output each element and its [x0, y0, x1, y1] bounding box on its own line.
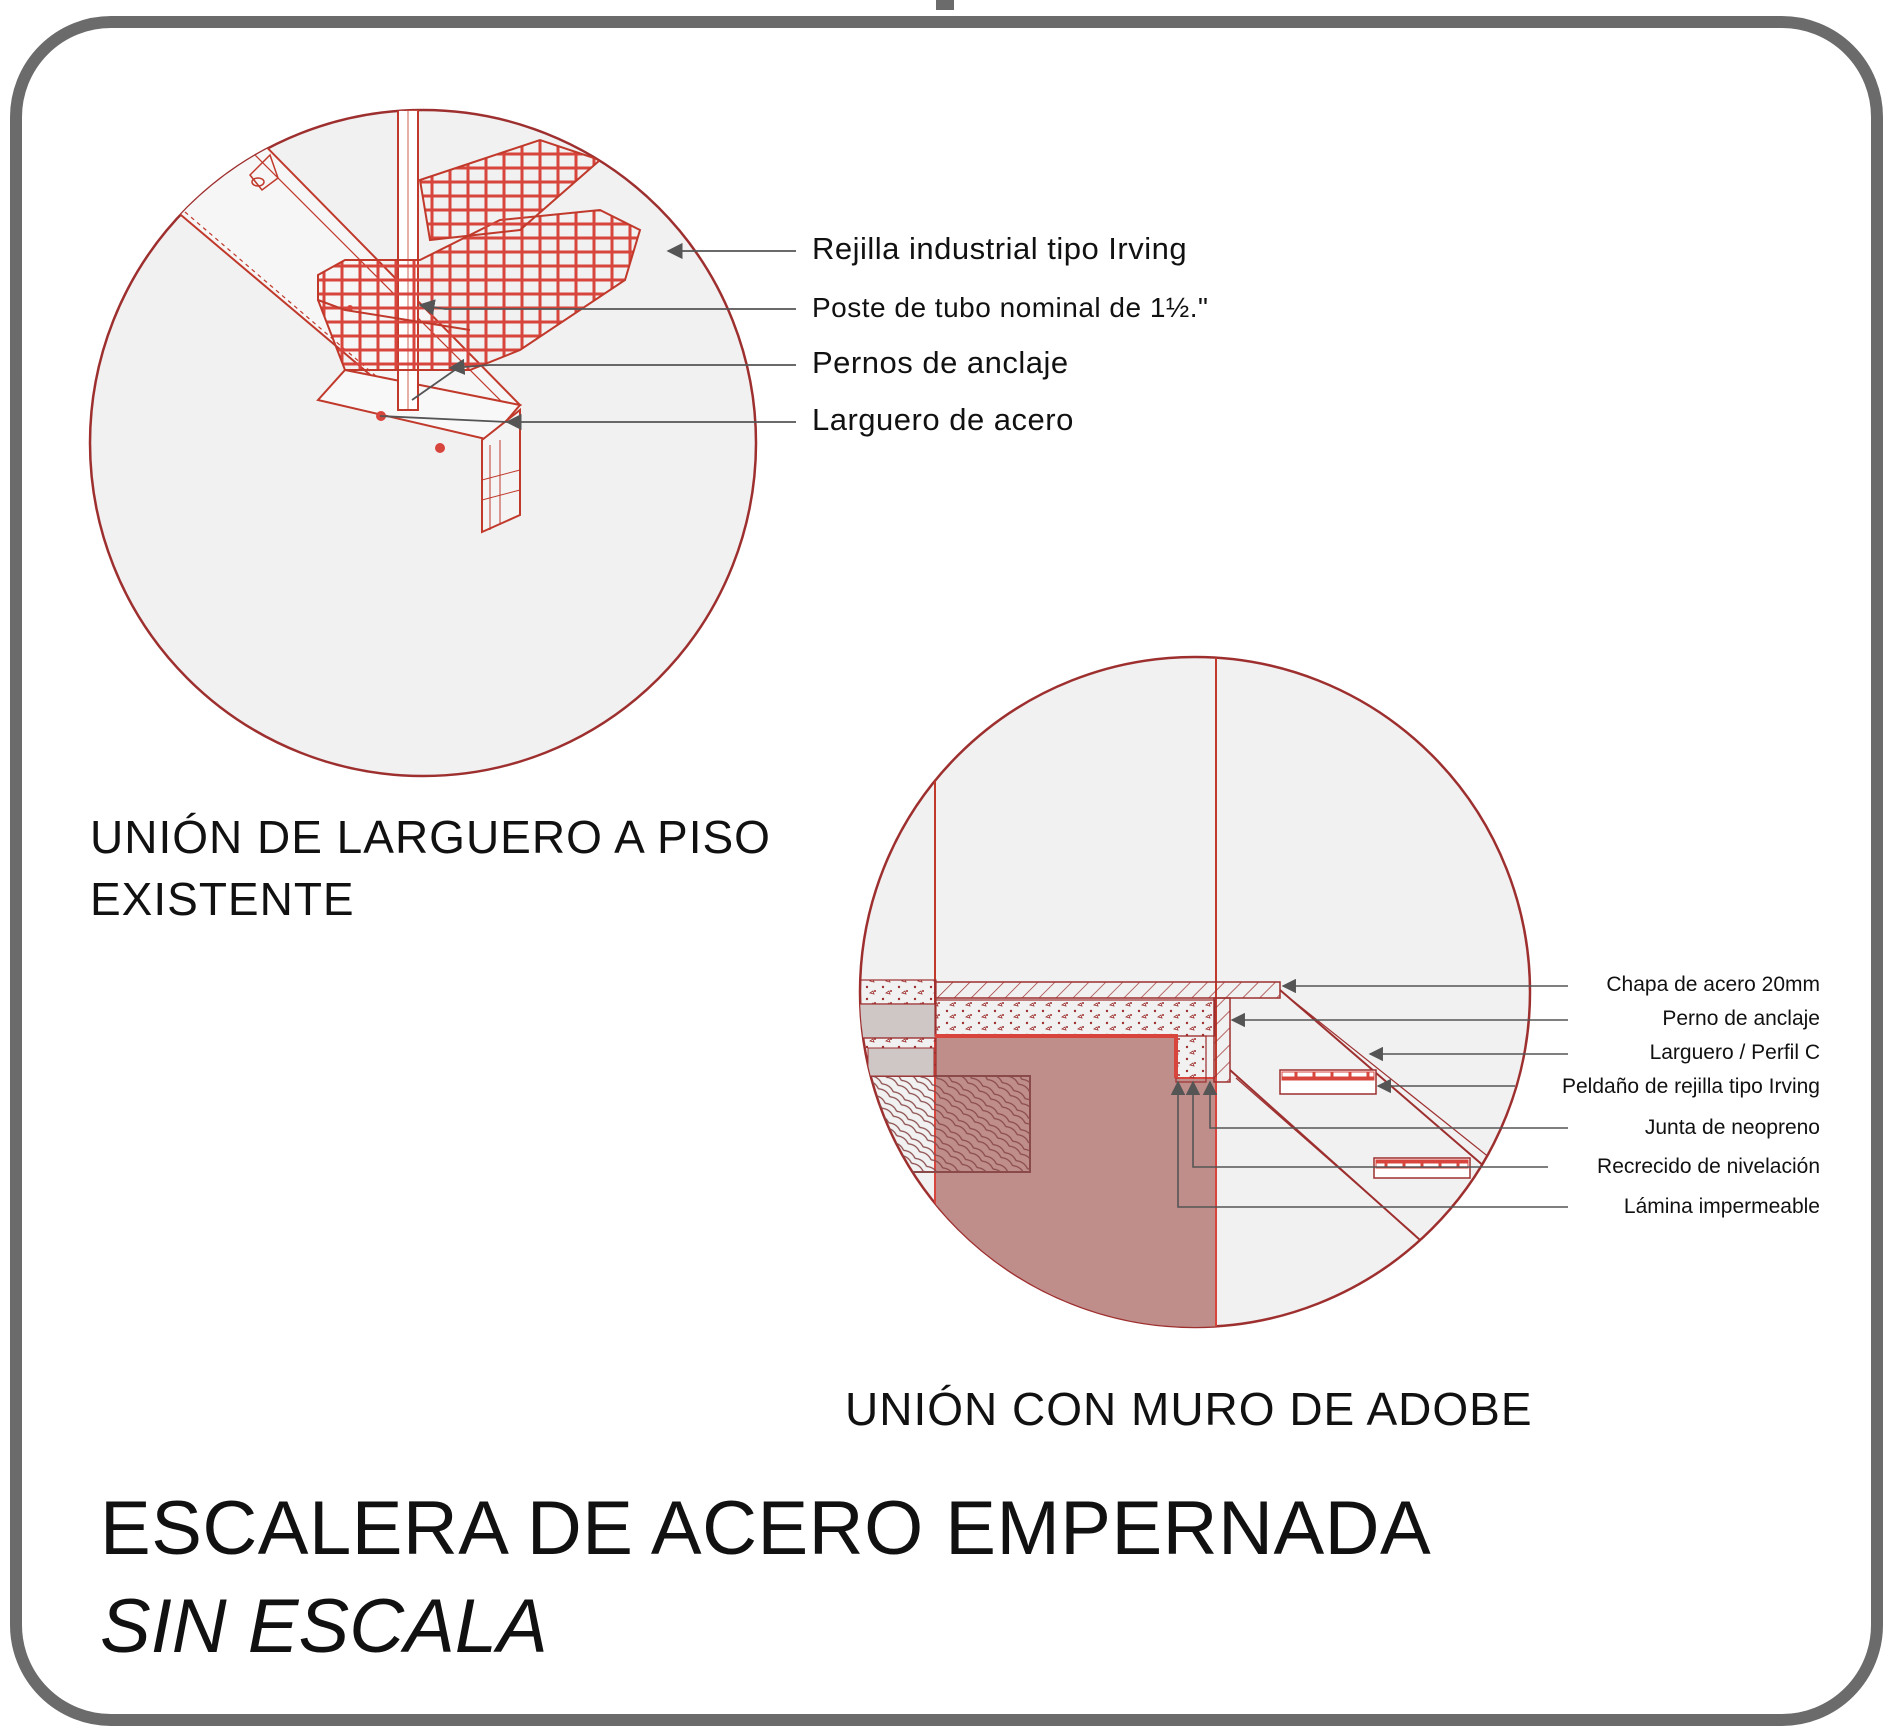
sheet-frame — [10, 16, 1883, 1726]
sheet-title: ESCALERA DE ACERO EMPERNADA — [100, 1486, 1432, 1571]
callout-junta: Junta de neopreno — [1644, 1116, 1820, 1139]
callout-recrecido: Recrecido de nivelación — [1597, 1155, 1820, 1178]
detail-circle-2 — [858, 655, 1532, 1329]
callout-peldano: Peldaño de rejilla tipo Irving — [1562, 1075, 1820, 1098]
callout-rejilla: Rejilla industrial tipo Irving — [812, 231, 1188, 266]
callout-lamina: Lámina impermeable — [1623, 1195, 1820, 1218]
sheet-subtitle: SIN ESCALA — [100, 1584, 548, 1669]
callout-pernos: Pernos de anclaje — [812, 345, 1069, 380]
detail-1-caption-line1: UNIÓN DE LARGUERO A PISO — [90, 811, 771, 863]
detail-1-leaders — [379, 242, 796, 431]
callout-perno: Perno de anclaje — [1662, 1007, 1820, 1030]
callout-poste: Poste de tubo nominal de 1½." — [812, 292, 1209, 323]
detail-2-leaders — [1170, 978, 1568, 1208]
detail-1-caption-line2: EXISTENTE — [90, 873, 355, 925]
callout-chapa: Chapa de acero 20mm — [1606, 973, 1820, 996]
detail-2-caption: UNIÓN CON MURO DE ADOBE — [845, 1383, 1533, 1435]
detail-circle-1 — [88, 108, 758, 778]
callout-larguero: Larguero de acero — [812, 402, 1074, 437]
frame-top-mark — [936, 0, 954, 10]
callout-perfil-c: Larguero / Perfil C — [1649, 1041, 1820, 1064]
stringer-floor-drawing — [173, 110, 642, 534]
adobe-wall-drawing — [860, 657, 1506, 1327]
